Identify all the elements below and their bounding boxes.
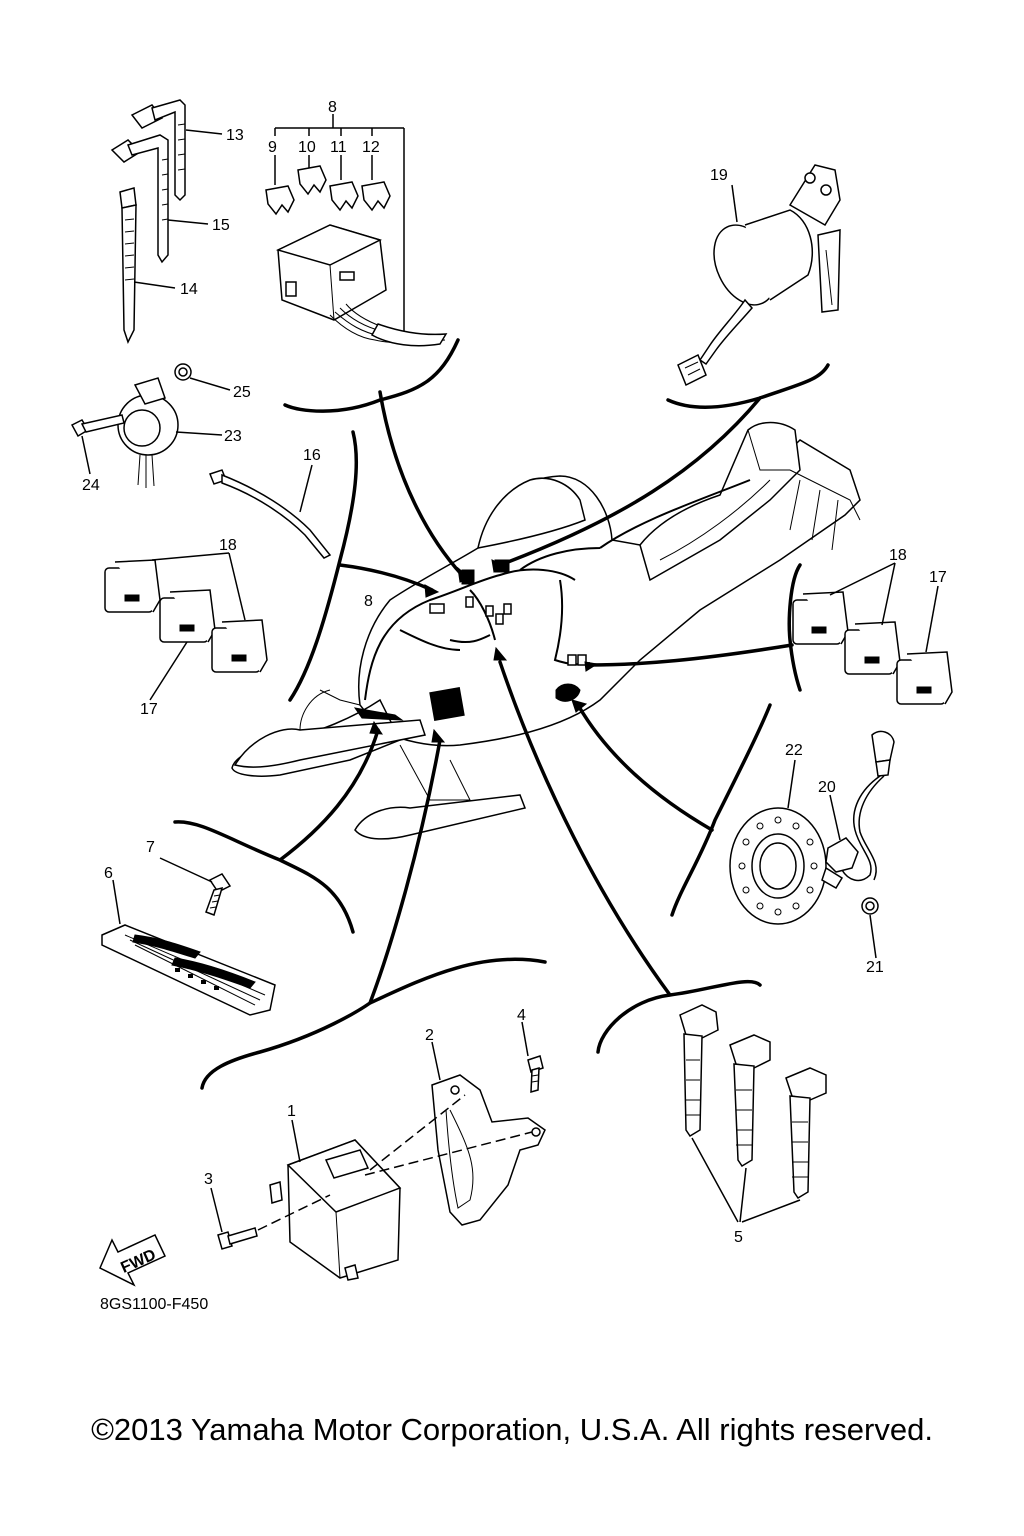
- body-pickup-coil: [555, 683, 581, 702]
- body-rectifier: [353, 707, 404, 721]
- callout-16: 16: [303, 447, 321, 464]
- body-cdi-unit: [429, 687, 465, 721]
- relays-left: [104, 552, 268, 701]
- harness-band: [209, 464, 332, 559]
- callout-6: 6: [104, 865, 113, 882]
- buzzer-assembly: [70, 363, 231, 488]
- callout-21: 21: [866, 959, 884, 976]
- callout-8-harness: 8: [364, 593, 373, 610]
- snowmobile-body: [231, 421, 861, 840]
- callout-20: 20: [818, 779, 836, 796]
- callout-18-right: 18: [889, 547, 907, 564]
- cable-tie-clamps: [110, 99, 223, 344]
- callout-24: 24: [82, 477, 100, 494]
- callout-9: 9: [268, 139, 277, 156]
- callout-3: 3: [204, 1171, 213, 1188]
- callouts: 1 2 3 4 5 6 7 8 8 9 10 11 12 13 14 15 16…: [82, 99, 947, 1246]
- arrowheads: [369, 559, 599, 743]
- callout-10: 10: [298, 139, 316, 156]
- callout-13: 13: [226, 127, 244, 144]
- callout-11: 11: [330, 139, 347, 156]
- rectifier-regulator: [101, 857, 276, 1016]
- callout-23: 23: [224, 428, 242, 445]
- callout-14: 14: [180, 281, 198, 298]
- callout-17-right: 17: [929, 569, 947, 586]
- relays-right: [792, 562, 953, 705]
- pickup-coil-rotor: [729, 730, 895, 959]
- fuse-box-assembly: [265, 114, 448, 347]
- callout-5: 5: [734, 1229, 743, 1246]
- callout-19: 19: [710, 167, 728, 184]
- callout-15: 15: [212, 217, 230, 234]
- callout-1: 1: [287, 1103, 296, 1120]
- callout-4: 4: [517, 1007, 526, 1024]
- callout-8-top: 8: [328, 99, 337, 116]
- leader-curves: [173, 338, 830, 1090]
- callout-7: 7: [146, 839, 155, 856]
- callout-12: 12: [362, 139, 380, 156]
- callout-18-left: 18: [219, 537, 237, 554]
- cdi-unit-assembly: [210, 1021, 546, 1281]
- main-switch-assembly: [677, 164, 841, 387]
- copyright-notice: ©2013 Yamaha Motor Corporation, U.S.A. A…: [91, 1412, 933, 1447]
- reference-code: 8GS1100-F450: [100, 1296, 208, 1313]
- fwd-arrow-icon: FWD: [99, 1234, 167, 1287]
- callout-2: 2: [425, 1027, 434, 1044]
- callout-17-left: 17: [140, 701, 158, 718]
- callout-22: 22: [785, 742, 803, 759]
- spark-plug-caps: [679, 1004, 827, 1223]
- callout-25: 25: [233, 384, 251, 401]
